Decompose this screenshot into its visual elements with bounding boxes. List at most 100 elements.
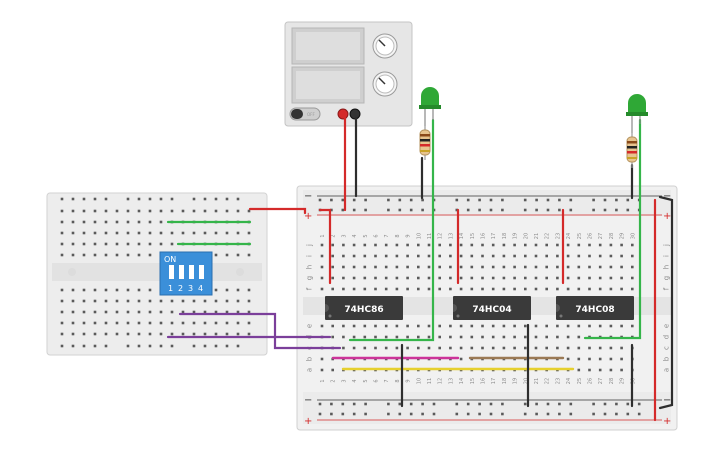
- dip-toggle-3[interactable]: [189, 265, 194, 279]
- hole-g24: [566, 276, 570, 280]
- hole-e17: [491, 324, 495, 328]
- column-number-bottom: 27: [598, 378, 604, 384]
- side-hole: [126, 253, 130, 257]
- side-hole: [104, 321, 108, 325]
- resistor-2[interactable]: [626, 132, 638, 168]
- hole-h16: [481, 265, 484, 269]
- side-rail-hole: [93, 344, 97, 348]
- psu-knob-current[interactable]: [372, 71, 398, 97]
- hole-j9: [406, 243, 409, 247]
- chip-u2[interactable]: 74HC04: [453, 296, 531, 320]
- side-hole: [104, 332, 108, 336]
- rail-hole: [535, 412, 538, 416]
- side-rail-hole: [225, 197, 229, 201]
- psu-switch-label: OFF: [307, 112, 315, 117]
- side-hole: [104, 310, 108, 314]
- hole-c22: [545, 346, 548, 350]
- hole-c16: [481, 346, 484, 350]
- column-number-top: 22: [545, 233, 551, 239]
- hole-f4: [352, 287, 356, 291]
- hole-i12: [438, 254, 441, 258]
- hole-h1: [320, 265, 324, 269]
- side-hole: [225, 231, 229, 235]
- hole-c6: [374, 346, 377, 350]
- chip-u3[interactable]: 74HC08: [556, 296, 634, 320]
- hole-i28: [609, 254, 613, 258]
- side-hole: [60, 310, 64, 314]
- rail-hole: [330, 402, 333, 406]
- hole-h11: [427, 265, 431, 269]
- column-number-top: 7: [384, 234, 390, 237]
- side-hole: [71, 332, 75, 336]
- hole-j24: [566, 243, 570, 247]
- rail-hole: [489, 208, 493, 212]
- hole-g2: [331, 276, 334, 280]
- wire-led2-green[interactable]: [583, 118, 642, 340]
- row-letter: a: [663, 368, 671, 372]
- side-rail-hole: [104, 197, 108, 201]
- side-rail-hole: [126, 197, 130, 201]
- hole-h25: [577, 265, 581, 269]
- hole-i16: [481, 254, 484, 258]
- dip-toggle-1[interactable]: [169, 265, 174, 279]
- column-number-top: 25: [577, 233, 583, 239]
- side-hole: [82, 310, 86, 314]
- hole-j21: [534, 243, 538, 247]
- hole-c8: [395, 346, 399, 350]
- wire-led1-green[interactable]: [348, 118, 435, 342]
- side-hole: [170, 209, 174, 213]
- rail-hole: [330, 198, 333, 202]
- hole-c10: [417, 346, 420, 350]
- side-hole: [93, 321, 97, 325]
- side-hole: [159, 321, 163, 325]
- column-number-top: 23: [555, 233, 561, 239]
- side-rail-hole: [203, 344, 207, 348]
- column-number-top: 3: [341, 234, 347, 237]
- wire-vcc-u1[interactable]: [318, 208, 332, 285]
- side-hole: [247, 332, 251, 336]
- side-hole: [137, 299, 141, 303]
- hole-e9: [406, 324, 409, 328]
- hole-h27: [598, 265, 602, 269]
- column-number-bottom: 28: [609, 378, 615, 384]
- dip-toggle-2[interactable]: [179, 265, 184, 279]
- column-number-bottom: 30: [630, 378, 636, 384]
- psu-terminal-negative[interactable]: [349, 108, 361, 120]
- chip-u1[interactable]: 74HC86: [325, 296, 403, 320]
- side-hole: [192, 209, 196, 213]
- hole-i19: [513, 254, 516, 258]
- wire-rail-loop-black[interactable]: [658, 195, 674, 410]
- hole-j26: [588, 243, 591, 247]
- side-hole: [192, 332, 196, 336]
- led-2[interactable]: [626, 94, 648, 133]
- psu-knob-voltage[interactable]: [372, 33, 398, 59]
- hole-f28: [609, 287, 613, 291]
- resistor-1[interactable]: [419, 125, 431, 160]
- side-hole: [148, 209, 152, 213]
- hole-i5: [363, 254, 367, 258]
- rail-hole: [478, 208, 481, 212]
- hole-f12: [438, 287, 441, 291]
- dip-toggle-4[interactable]: [199, 265, 204, 279]
- side-hole: [137, 209, 141, 213]
- row-letter: a: [306, 368, 314, 372]
- hole-e29: [620, 324, 623, 328]
- dip-switch[interactable]: ON 1 2 3 4: [159, 251, 213, 296]
- side-hole: [170, 310, 174, 314]
- hole-d13: [449, 335, 452, 339]
- rail-hole: [421, 412, 424, 416]
- hole-e6: [374, 324, 377, 328]
- rail-hole: [558, 402, 561, 406]
- wire-side-power[interactable]: [248, 207, 307, 215]
- rail-hole: [341, 198, 345, 202]
- led-1[interactable]: [419, 87, 441, 126]
- psu-power-switch[interactable]: OFF: [289, 107, 321, 121]
- hole-d14: [459, 335, 463, 339]
- hole-e20: [524, 324, 527, 328]
- side-hole: [60, 299, 64, 303]
- wire-purple-1[interactable]: [178, 312, 342, 350]
- hole-c17: [491, 346, 495, 350]
- rail-hole: [489, 198, 493, 202]
- side-hole: [115, 231, 119, 235]
- psu-terminal-positive[interactable]: [337, 108, 349, 120]
